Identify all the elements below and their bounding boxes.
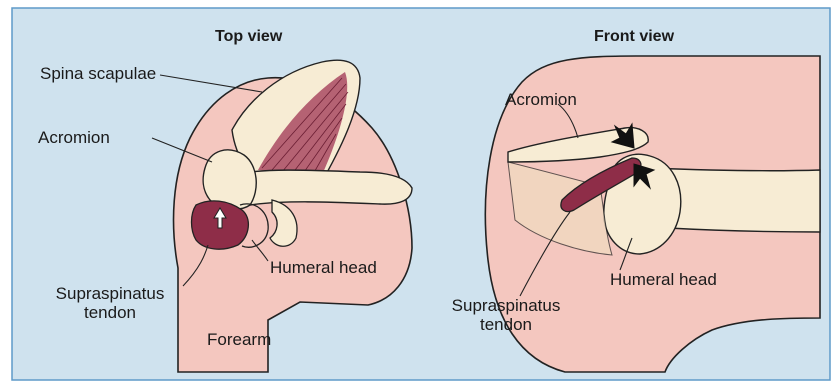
label-forearm: Forearm bbox=[207, 330, 271, 349]
label-supraspinatus-top: Supraspinatus tendon bbox=[40, 284, 180, 322]
label-supraspinatus-front-line1: Supraspinatus bbox=[436, 296, 576, 315]
label-supraspinatus-top-line2: tendon bbox=[40, 303, 180, 322]
label-spina-scapulae: Spina scapulae bbox=[40, 64, 156, 83]
top-view-acromion bbox=[203, 150, 256, 209]
top-view-clavicle bbox=[232, 170, 412, 205]
front-view-title: Front view bbox=[594, 27, 674, 46]
label-supraspinatus-top-line1: Supraspinatus bbox=[40, 284, 180, 303]
label-humeral-head-top: Humeral head bbox=[270, 258, 377, 277]
label-acromion-front: Acromion bbox=[505, 90, 577, 109]
label-humeral-head-front: Humeral head bbox=[610, 270, 717, 289]
label-supraspinatus-front: Supraspinatus tendon bbox=[436, 296, 576, 334]
label-acromion-top: Acromion bbox=[38, 128, 110, 147]
top-view-title: Top view bbox=[215, 27, 282, 46]
label-supraspinatus-front-line2: tendon bbox=[436, 315, 576, 334]
